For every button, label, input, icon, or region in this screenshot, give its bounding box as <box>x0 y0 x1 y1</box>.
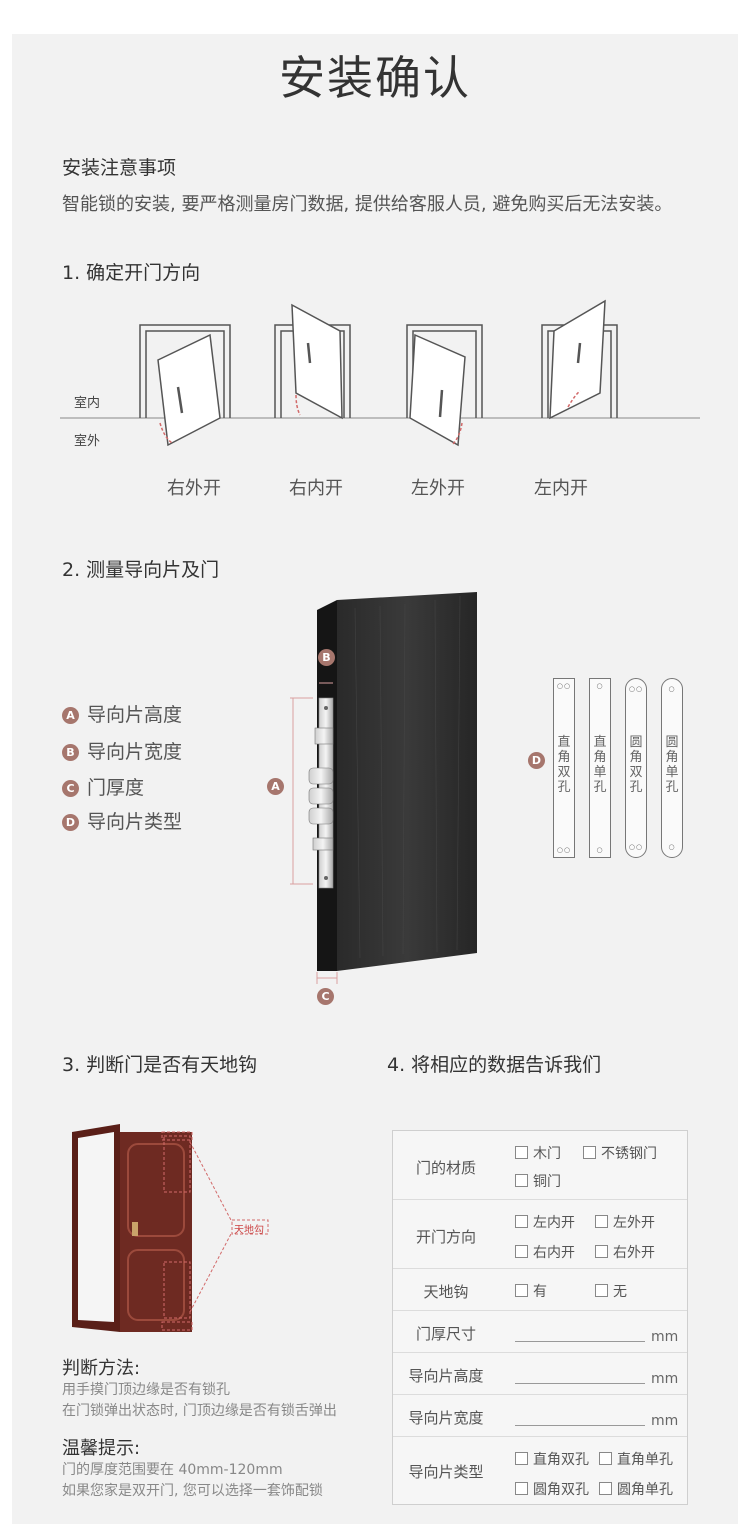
method-line-1: 用手摸门顶边缘是否有锁孔 <box>62 1382 230 1398</box>
row-material: 门的材质 木门 不锈钢门 铜门 <box>393 1131 687 1200</box>
option-plate-round-single[interactable]: 圆角单孔 <box>599 1479 673 1499</box>
direction-label-right-outward: 右外开 <box>167 478 221 499</box>
direction-label-left-inward: 左内开 <box>534 478 588 499</box>
tips-line-1: 门的厚度范围要在 40mm-120mm <box>62 1462 283 1478</box>
option-left-inward[interactable]: 左内开 <box>515 1212 575 1232</box>
option-hook-no[interactable]: 无 <box>595 1281 627 1301</box>
method-line-2: 在门锁弹出状态时, 门顶边缘是否有锁舌弹出 <box>62 1403 337 1419</box>
hook-label: 天地勾 <box>234 1225 264 1236</box>
marker-c: C <box>317 988 334 1005</box>
option-wood-door[interactable]: 木门 <box>515 1143 561 1163</box>
plate-height-input[interactable] <box>515 1383 645 1384</box>
door-icon-left-inward <box>541 299 618 420</box>
tips-line-2: 如果您家是双开门, 您可以选择一套饰配锁 <box>62 1483 323 1499</box>
plate-width-input[interactable] <box>515 1425 645 1426</box>
direction-label-right-inward: 右内开 <box>289 478 343 499</box>
option-plate-right-double[interactable]: 直角双孔 <box>515 1449 589 1469</box>
door-lock-illustration <box>290 592 477 984</box>
door-icon-right-inward <box>274 303 351 420</box>
data-form: 门的材质 木门 不锈钢门 铜门 开门方向 左内开 左外开 右内开 右外开 天地钩… <box>392 1130 688 1505</box>
method-heading: 判断方法: <box>62 1358 141 1379</box>
door-icon-right-outward <box>139 324 231 447</box>
outdoor-label: 室外 <box>74 434 101 449</box>
option-copper-door[interactable]: 铜门 <box>515 1171 561 1191</box>
option-plate-round-double[interactable]: 圆角双孔 <box>515 1479 589 1499</box>
option-plate-right-single[interactable]: 直角单孔 <box>599 1449 673 1469</box>
marker-b: B <box>318 649 335 666</box>
indoor-label: 室内 <box>74 396 101 411</box>
marker-a: A <box>267 778 284 795</box>
section1-heading: 1. 确定开门方向 <box>62 262 201 284</box>
direction-label-left-outward: 左外开 <box>411 478 465 499</box>
notes-text: 智能锁的安装, 要严格测量房门数据, 提供给客服人员, 避免购买后无法安装。 <box>62 194 673 215</box>
double-door-hook-illustration <box>72 1124 269 1332</box>
row-thickness: 门厚尺寸 mm <box>393 1311 687 1353</box>
row-plate-height: 导向片高度 mm <box>393 1353 687 1395</box>
option-hook-yes[interactable]: 有 <box>515 1281 547 1301</box>
door-direction-diagrams <box>60 299 700 447</box>
option-right-outward[interactable]: 右外开 <box>595 1242 655 1262</box>
page-title: 安装确认 <box>279 51 471 105</box>
row-hook: 天地钩 有 无 <box>393 1269 687 1311</box>
section2-heading: 2. 测量导向片及门 <box>62 559 220 581</box>
plate-round-single: ○圆角单孔○ <box>661 678 683 858</box>
section3-heading: 3. 判断门是否有天地钩 <box>62 1054 258 1076</box>
row-direction: 开门方向 左内开 左外开 右内开 右外开 <box>393 1200 687 1269</box>
option-left-outward[interactable]: 左外开 <box>595 1212 655 1232</box>
door-icon-left-outward <box>406 324 483 447</box>
option-right-inward[interactable]: 右内开 <box>515 1242 575 1262</box>
notes-heading: 安装注意事项 <box>62 157 177 179</box>
plate-round-double: ○○圆角双孔○○ <box>625 678 647 858</box>
section4-heading: 4. 将相应的数据告诉我们 <box>387 1054 602 1076</box>
thickness-input[interactable] <box>515 1341 645 1342</box>
plate-right-angle-double: ○○直角双孔○○ <box>553 678 575 858</box>
row-plate-width: 导向片宽度 mm <box>393 1395 687 1437</box>
plate-right-angle-single: ○直角单孔○ <box>589 678 611 858</box>
marker-d: D <box>528 752 545 769</box>
tips-heading: 温馨提示: <box>62 1438 141 1459</box>
row-plate-type: 导向片类型 直角双孔 直角单孔 圆角双孔 圆角单孔 <box>393 1437 687 1503</box>
option-stainless-door[interactable]: 不锈钢门 <box>583 1143 657 1163</box>
